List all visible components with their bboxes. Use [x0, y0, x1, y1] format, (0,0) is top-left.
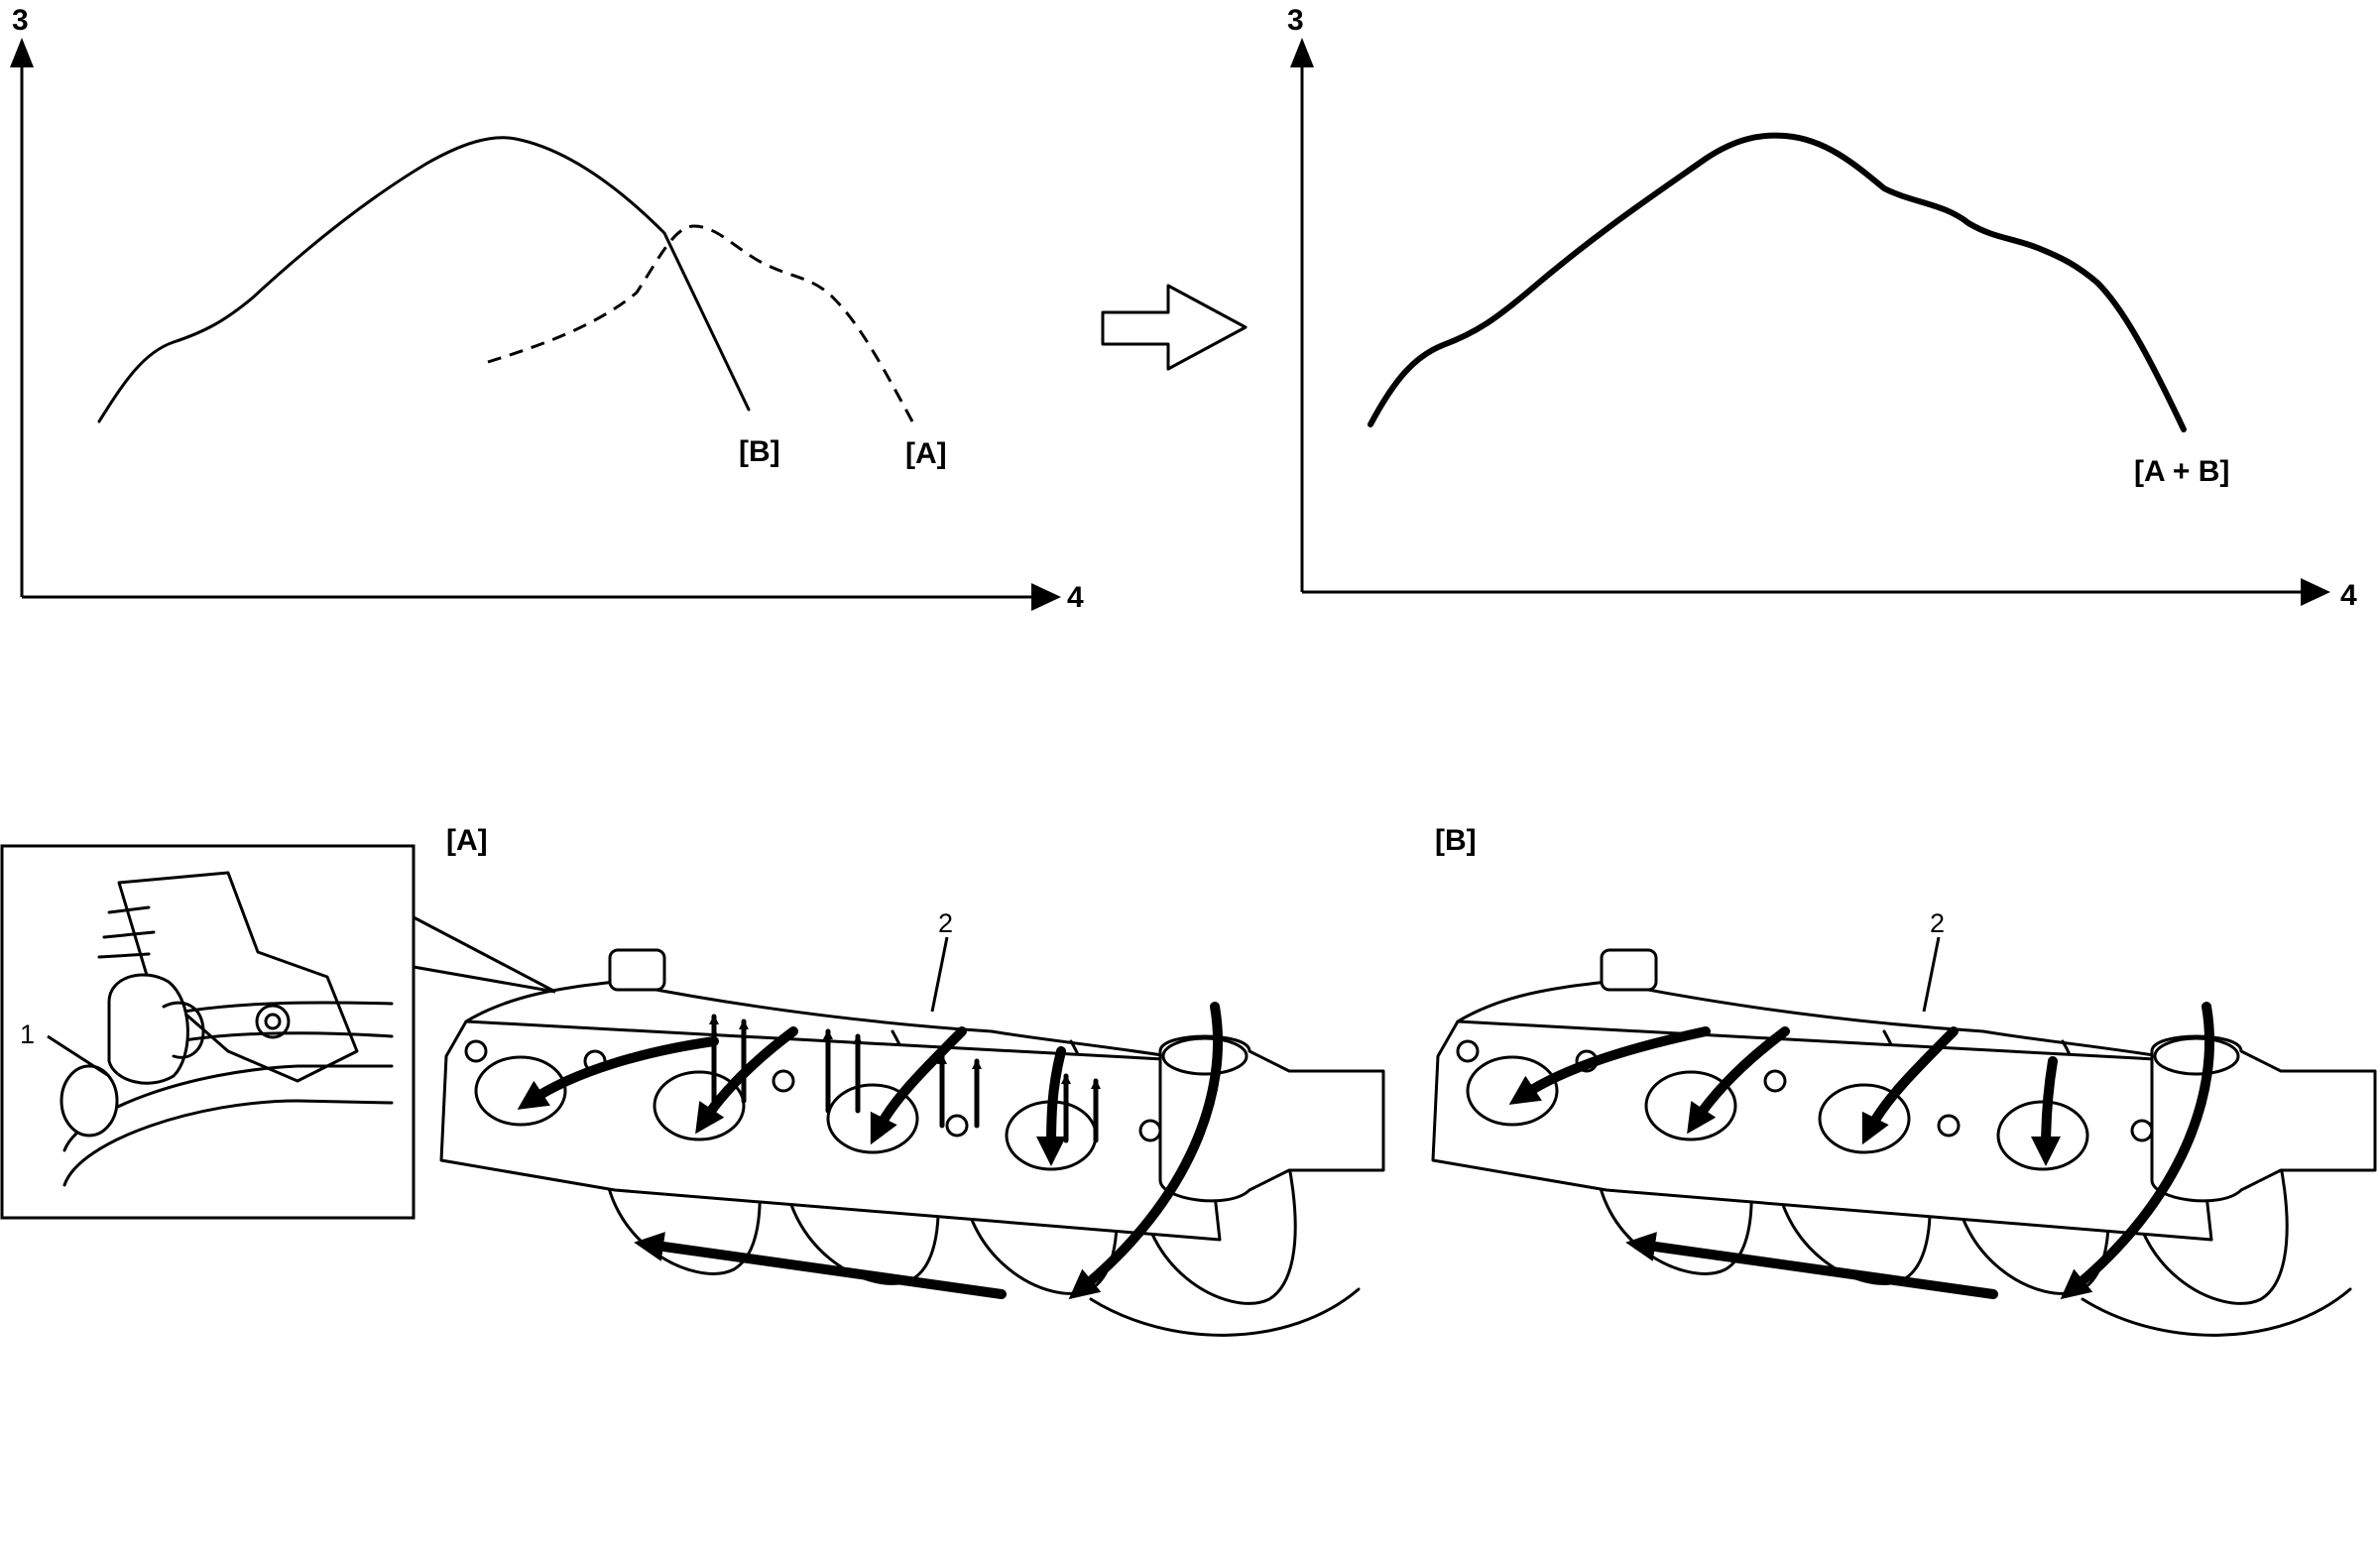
graph-right: 3 4 [A + B]: [1287, 4, 2357, 612]
inset-hose-lower: [62, 1064, 394, 1187]
manifold-a-plenum: [464, 980, 1202, 1063]
curve-a-plus-b-label: [A + B]: [2134, 455, 2229, 488]
manifold-a-leader-2: [930, 936, 949, 1013]
inset-detail: 1: [0, 844, 556, 1220]
graph-right-x-label: 4: [2340, 579, 2357, 612]
inset-callout-pointer: [413, 915, 556, 994]
manifold-b-label: [B]: [1435, 824, 1477, 857]
inset-sensor: [107, 973, 189, 1085]
manifold-b-flow-arrows: [1508, 1002, 2214, 1300]
manifold-b-plenum: [1456, 980, 2194, 1063]
graph-left-x-arrow: [1031, 583, 1061, 611]
inset-part-label-1: 1: [20, 1019, 35, 1049]
manifold-b-leader-2: [1922, 936, 1941, 1013]
manifold-b-part-label: 2: [1930, 908, 1945, 938]
manifold-b: [B]: [1431, 824, 2377, 1337]
graph-right-y-arrow: [1290, 38, 1314, 67]
manifold-a-bolts: [464, 1039, 1162, 1142]
graph-left-y-label: 3: [12, 4, 29, 37]
manifold-a: [A]: [439, 824, 1385, 1337]
manifold-a-label: [A]: [446, 824, 488, 857]
manifold-a-throttle-bore: [1161, 1036, 1249, 1076]
curve-a-label: [A]: [905, 437, 947, 470]
curve-b: [97, 136, 751, 423]
graph-right-x-arrow: [2301, 578, 2330, 606]
inset-leader-1: [47, 1034, 110, 1078]
inset-sensor-connector: [162, 1001, 205, 1059]
manifold-a-flow-arrows: [517, 1002, 1223, 1300]
inset-pipes: [97, 905, 156, 959]
graph-left-x-label: 4: [1067, 581, 1084, 614]
curve-b-label: [B]: [739, 435, 780, 468]
graph-right-y-label: 3: [1287, 4, 1304, 37]
graph-left-y-arrow: [10, 38, 34, 67]
curve-a-plus-b: [1368, 132, 2187, 432]
manifold-b-sensor-boss: [1600, 948, 1658, 992]
inset-bolt: [255, 1004, 291, 1039]
graph-left: 3 4 [B] [A]: [10, 4, 1084, 614]
transition-arrow-icon: [1101, 284, 1248, 371]
curve-a: [487, 224, 914, 422]
manifold-b-bolts: [1456, 1039, 2154, 1142]
manifold-a-sensor-boss: [608, 948, 666, 992]
manifold-b-throttle-bore: [2153, 1036, 2240, 1076]
manifold-a-part-label: 2: [938, 908, 953, 938]
inset-hose-upper: [177, 1001, 394, 1043]
inset-bolt-inner: [264, 1013, 282, 1030]
inset-sensor-base: [60, 1064, 119, 1138]
